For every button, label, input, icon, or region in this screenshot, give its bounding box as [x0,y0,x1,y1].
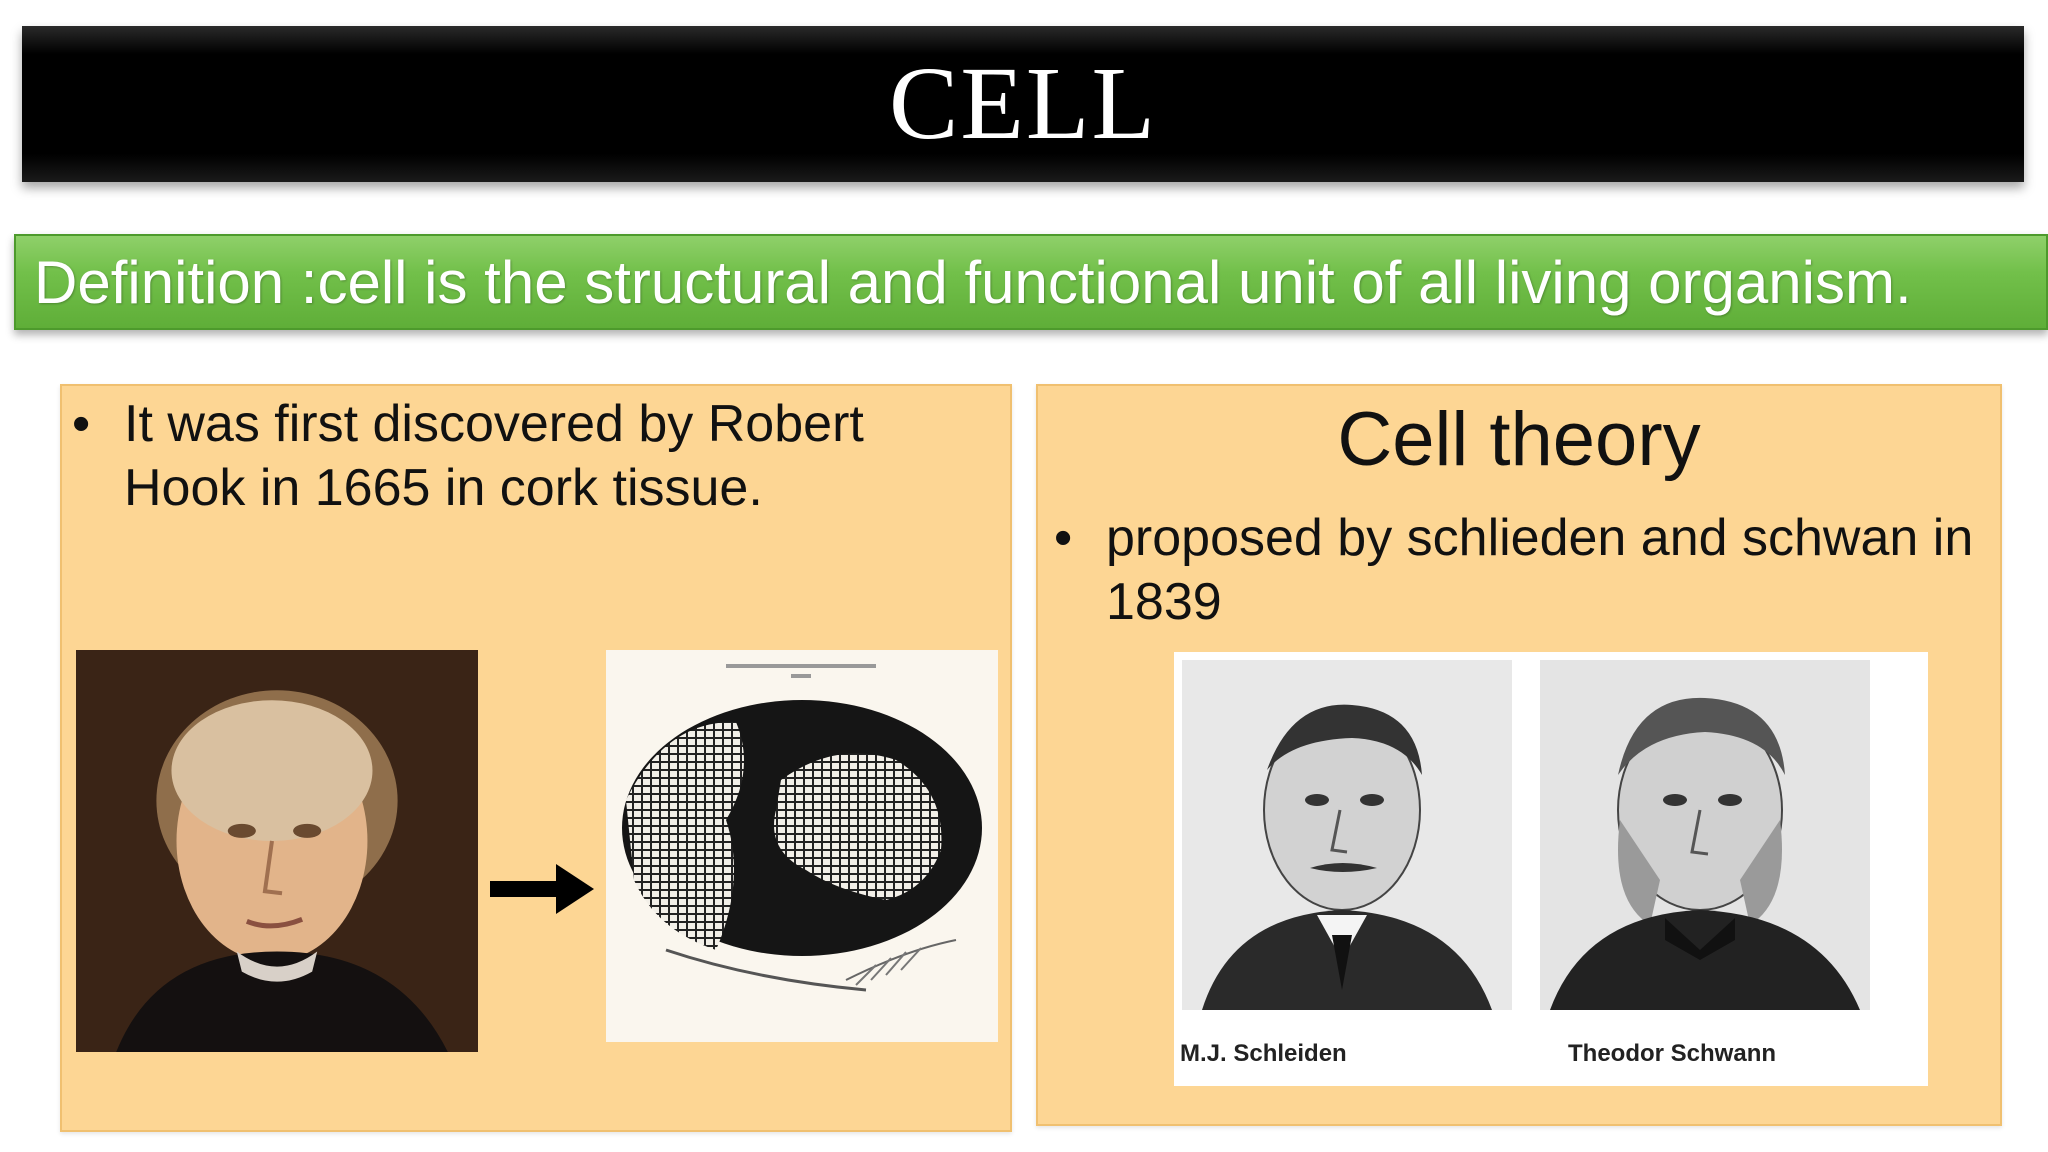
robert-hooke-portrait [76,650,478,1052]
slide-title: CELL [889,46,1157,161]
cell-theory-heading: Cell theory [1337,397,1701,482]
discovery-bullet: • It was first discovered by Robert Hook… [72,392,972,520]
bullet-marker: • [72,395,91,453]
left-panel: • It was first discovered by Robert Hook… [60,384,1012,1132]
bullet-marker: • [1054,509,1073,567]
cork-drawing [606,650,998,1042]
cell-theory-bullet: • proposed by schlieden and schwan in 18… [1054,506,1994,634]
definition-text: Definition :cell is the structural and f… [34,248,1912,316]
portrait-illustration [76,650,478,1052]
right-panel: Cell theory • proposed by schlieden and … [1036,384,2002,1126]
arrow-right-icon [490,864,594,914]
title-bar: CELL [22,26,2024,182]
schleiden-caption: M.J. Schleiden [1180,1040,1347,1067]
schleiden-portrait [1182,660,1512,1010]
discovery-text: It was first discovered by Robert Hook i… [124,395,864,517]
schwann-portrait [1540,660,1870,1010]
cell-theory-text: proposed by schlieden and schwan in 1839 [1106,509,1974,631]
scientists-portraits: M.J. Schleiden Theodor Schwann [1174,652,1928,1086]
cork-cells-illustration [606,650,998,1042]
definition-banner: Definition :cell is the structural and f… [14,234,2048,330]
schwann-caption: Theodor Schwann [1568,1040,1777,1067]
